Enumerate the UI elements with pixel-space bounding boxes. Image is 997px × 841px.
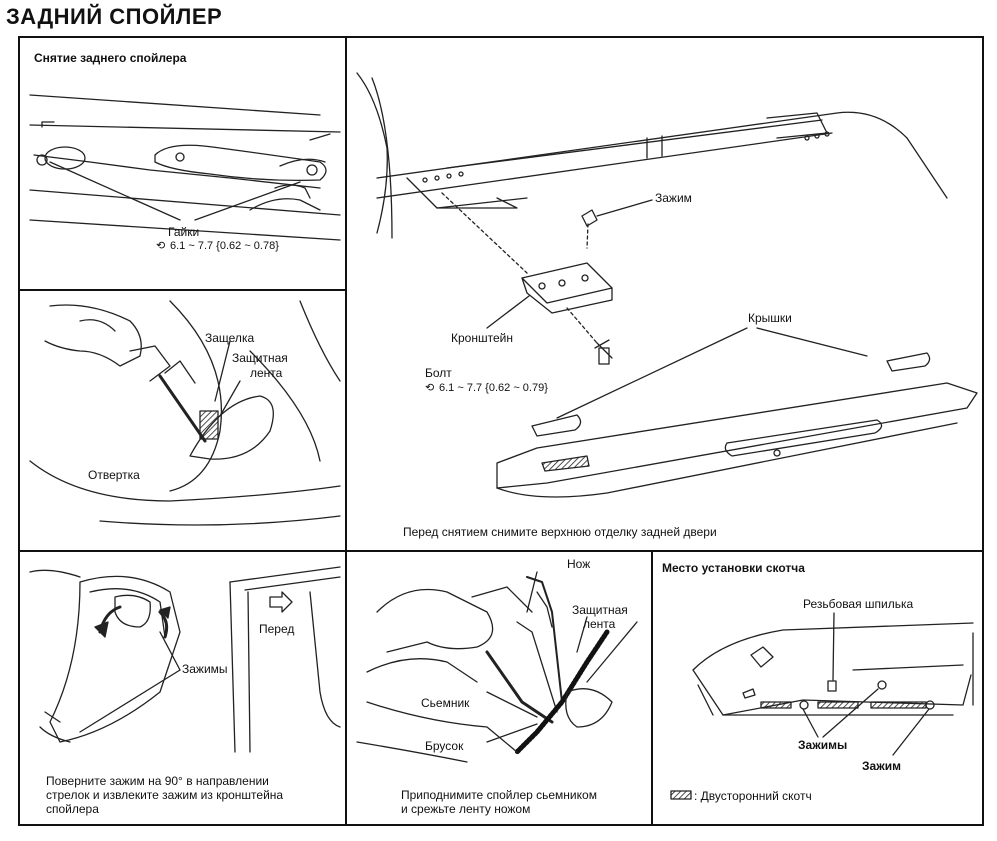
- spoiler-cut-drawing: [356, 571, 638, 763]
- divider-horizontal-full: [19, 550, 983, 552]
- torque-icon: ⟲: [425, 382, 435, 394]
- knife-tape-label-line-1: Защитная: [572, 603, 628, 617]
- page-title: ЗАДНИЙ СПОЙЛЕР: [6, 4, 223, 29]
- screwdriver-label: Отвертка: [88, 468, 140, 482]
- stud-label: Резьбовая шпилька: [803, 597, 914, 611]
- clip-instruction-line-1: Поверните зажим на 90° в направлении: [46, 774, 269, 788]
- bolt-label: Болт: [425, 366, 452, 380]
- clip-instruction-line-2: стрелок и извлеките зажим из кронштейна: [46, 788, 284, 802]
- block-label: Брусок: [425, 739, 464, 753]
- divider-vertical-bottom-2: [651, 551, 653, 825]
- bracket-label: Кронштейн: [451, 331, 513, 345]
- divider-horizontal-left-1: [19, 289, 346, 291]
- knife-label: Нож: [567, 557, 591, 571]
- tape-label-line-1: Защитная: [232, 351, 288, 365]
- knife-tape-label-line-2: лента: [583, 617, 616, 631]
- spoiler-exploded-drawing: [356, 72, 978, 498]
- diagram-frame: [18, 36, 984, 826]
- clip-label: Зажим: [655, 191, 692, 205]
- clips-label: Зажимы: [182, 662, 228, 676]
- clip-rotation-drawing: [29, 566, 341, 753]
- panel-removal-heading: Снятие заднего спойлера: [34, 51, 187, 65]
- torque-icon: ⟲: [156, 240, 166, 252]
- tape-legend: : Двусторонний скотч: [694, 789, 812, 803]
- front-label: Перед: [259, 622, 295, 636]
- knife-instruction-line-2: и срежьте ленту ножом: [401, 802, 531, 816]
- tape-clip-label: Зажим: [862, 759, 901, 773]
- tape-location-drawing: [692, 612, 974, 756]
- remover-label: Сьемник: [421, 696, 470, 710]
- nuts-torque: 6.1 ~ 7.7 {0.62 ~ 0.78}: [170, 240, 279, 252]
- exploded-note: Перед снятием снимите верхнюю отделку за…: [403, 525, 717, 539]
- bolt-torque: 6.1 ~ 7.7 {0.62 ~ 0.79}: [439, 382, 548, 394]
- latch-label: Защелка: [205, 331, 255, 345]
- nuts-label: Гайки: [168, 225, 200, 239]
- tape-clips-label: Зажимы: [798, 738, 848, 752]
- tape-legend-swatch: [670, 790, 692, 800]
- tape-label-line-2: лента: [250, 366, 283, 380]
- clip-instruction-line-3: спойлера: [46, 802, 99, 816]
- knife-instruction-line-1: Приподнимите спойлер сьемником: [401, 788, 597, 802]
- divider-vertical-bottom-1: [345, 551, 347, 825]
- covers-label: Крышки: [748, 311, 792, 325]
- latch-screwdriver-drawing: [29, 300, 341, 526]
- rear-hatch-inner-drawing: [29, 94, 341, 241]
- divider-vertical-top: [345, 37, 347, 551]
- panel-tape-heading: Место установки скотча: [662, 561, 805, 575]
